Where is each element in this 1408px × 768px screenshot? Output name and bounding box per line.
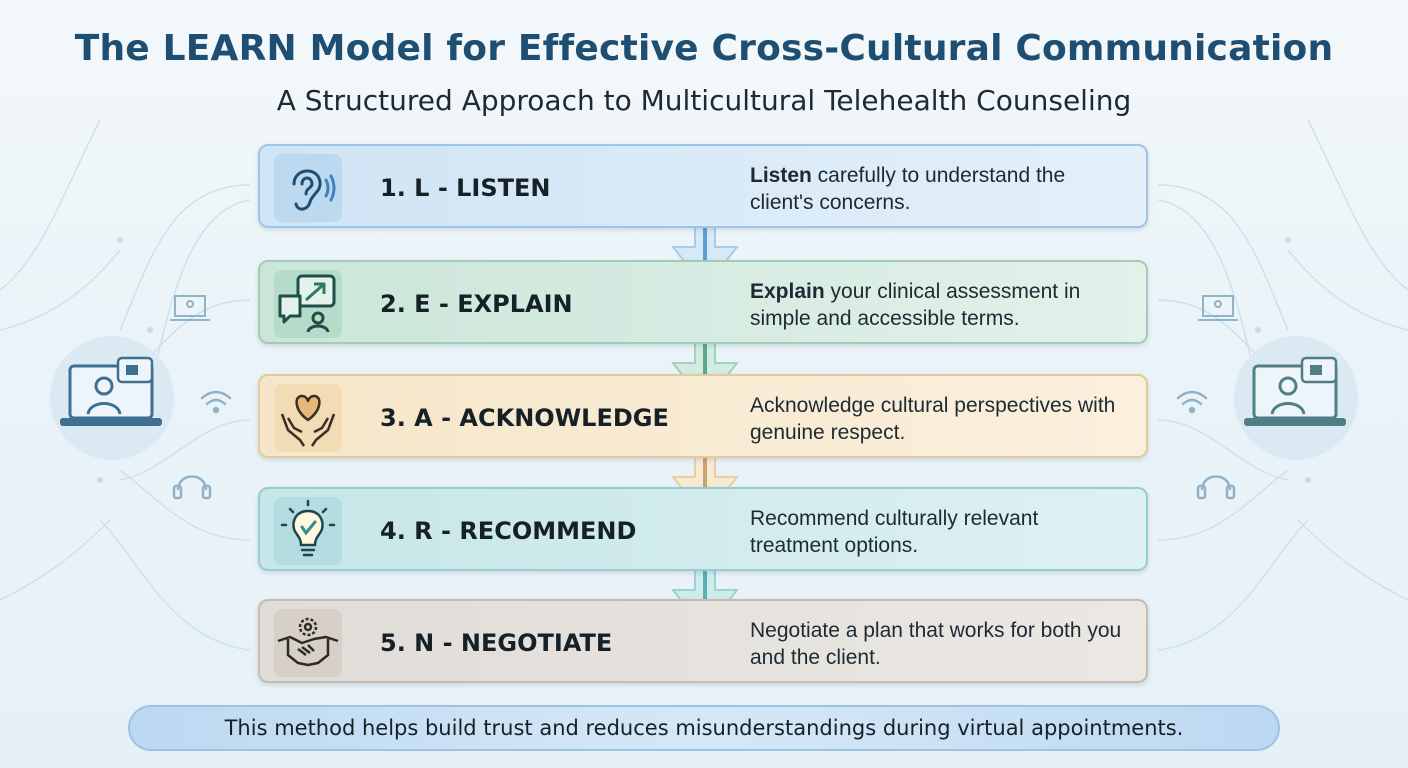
step-description: Explain your clinical assessment in simp… — [750, 280, 1081, 330]
handshake-icon — [274, 609, 342, 677]
step-explain: 2. E - EXPLAIN Explain your clinical ass… — [258, 260, 1148, 344]
lightbulb-icon — [274, 497, 342, 565]
step-label: 2. E - EXPLAIN — [380, 290, 573, 318]
step-description: Negotiate a plan that works for both you… — [750, 619, 1122, 669]
step-description: Acknowledge cultural perspectives with g… — [750, 394, 1116, 444]
step-description: Listen carefully to understand the clien… — [750, 164, 1066, 214]
heart-hands-icon — [274, 384, 342, 452]
step-label: 3. A - ACKNOWLEDGE — [380, 404, 669, 432]
wifi-icon — [200, 390, 1208, 414]
step-listen: 1. L - LISTEN Listen carefully to unders… — [258, 144, 1148, 228]
small-laptop-icon — [170, 295, 1238, 321]
headset-icon — [172, 475, 1236, 500]
page-title: The LEARN Model for Effective Cross-Cult… — [74, 28, 1334, 69]
ear-icon — [274, 154, 342, 222]
video-call-laptop-icon — [1234, 336, 1358, 460]
step-description: Recommend culturally relevant treatment … — [750, 507, 1039, 557]
step-negotiate: 5. N - NEGOTIATE Negotiate a plan that w… — [258, 599, 1148, 683]
step-acknowledge: 3. A - ACKNOWLEDGE Acknowledge cultural … — [258, 374, 1148, 458]
page-subtitle: A Structured Approach to Multicultural T… — [276, 84, 1132, 117]
video-call-laptop-icon — [50, 336, 174, 460]
step-label: 4. R - RECOMMEND — [380, 517, 637, 545]
footer-banner: This method helps build trust and reduce… — [128, 705, 1280, 751]
step-label: 1. L - LISTEN — [380, 174, 551, 202]
step-recommend: 4. R - RECOMMEND Recommend culturally re… — [258, 487, 1148, 571]
step-label: 5. N - NEGOTIATE — [380, 629, 613, 657]
chat-arrow-icon — [274, 270, 342, 338]
